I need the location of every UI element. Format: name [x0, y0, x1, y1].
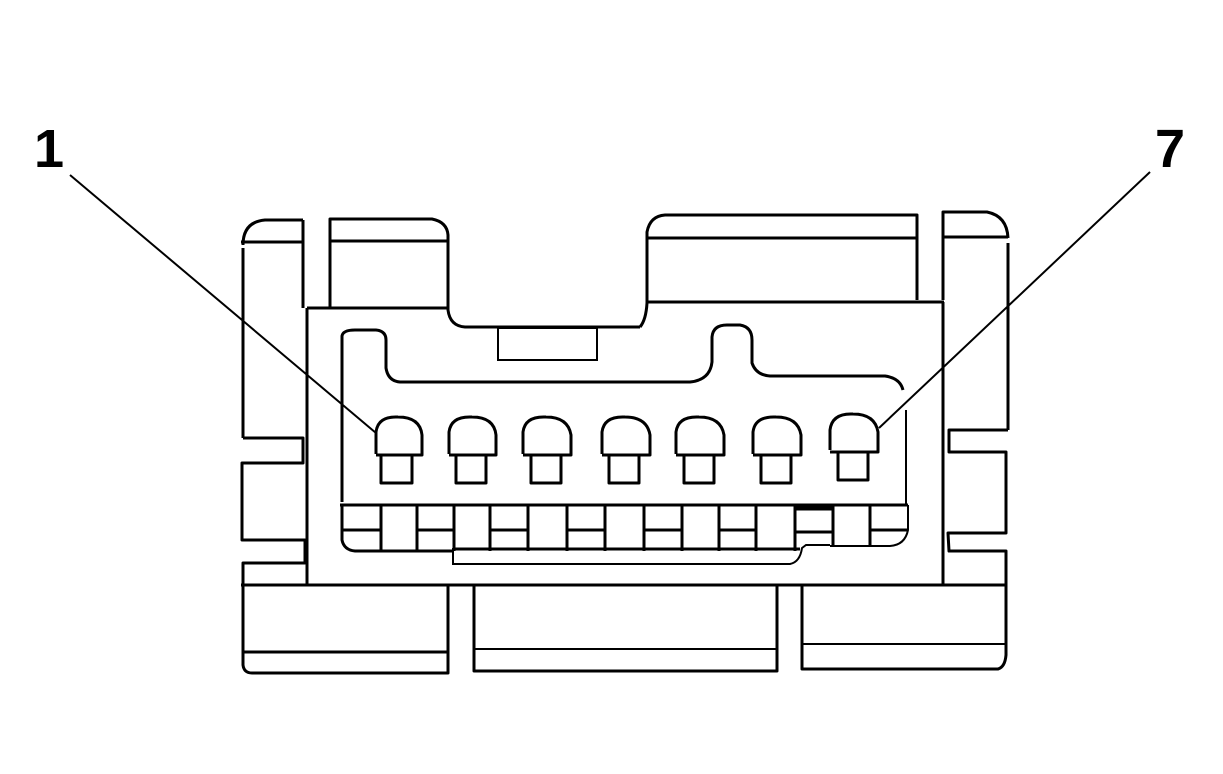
terminal-1	[374, 415, 424, 485]
terminal-4	[600, 415, 652, 485]
top-right-latch-block	[638, 213, 919, 328]
terminal-6	[751, 415, 803, 485]
terminal-2	[447, 415, 498, 485]
pin-1-leader-line	[69, 174, 377, 434]
bottom-left-block	[241, 585, 450, 675]
left-side-rail	[240, 218, 307, 590]
top-left-latch-block	[328, 217, 640, 329]
bottom-center-block	[472, 585, 779, 673]
bottom-right-block	[800, 585, 1008, 671]
housing-body	[241, 300, 1006, 587]
terminal-7	[828, 412, 880, 482]
pin-1-label: 1	[34, 119, 65, 179]
key-slot	[497, 327, 598, 361]
terminal-3	[521, 415, 573, 485]
pin-7-leader-line	[878, 171, 1151, 429]
right-side-rail	[941, 210, 1010, 600]
inner-cavity-outline	[340, 323, 905, 502]
pin-7-label: 7	[1155, 119, 1186, 179]
terminal-5	[674, 415, 726, 485]
terminal-position-assurance-grid	[340, 503, 909, 565]
terminal-row	[374, 412, 880, 485]
